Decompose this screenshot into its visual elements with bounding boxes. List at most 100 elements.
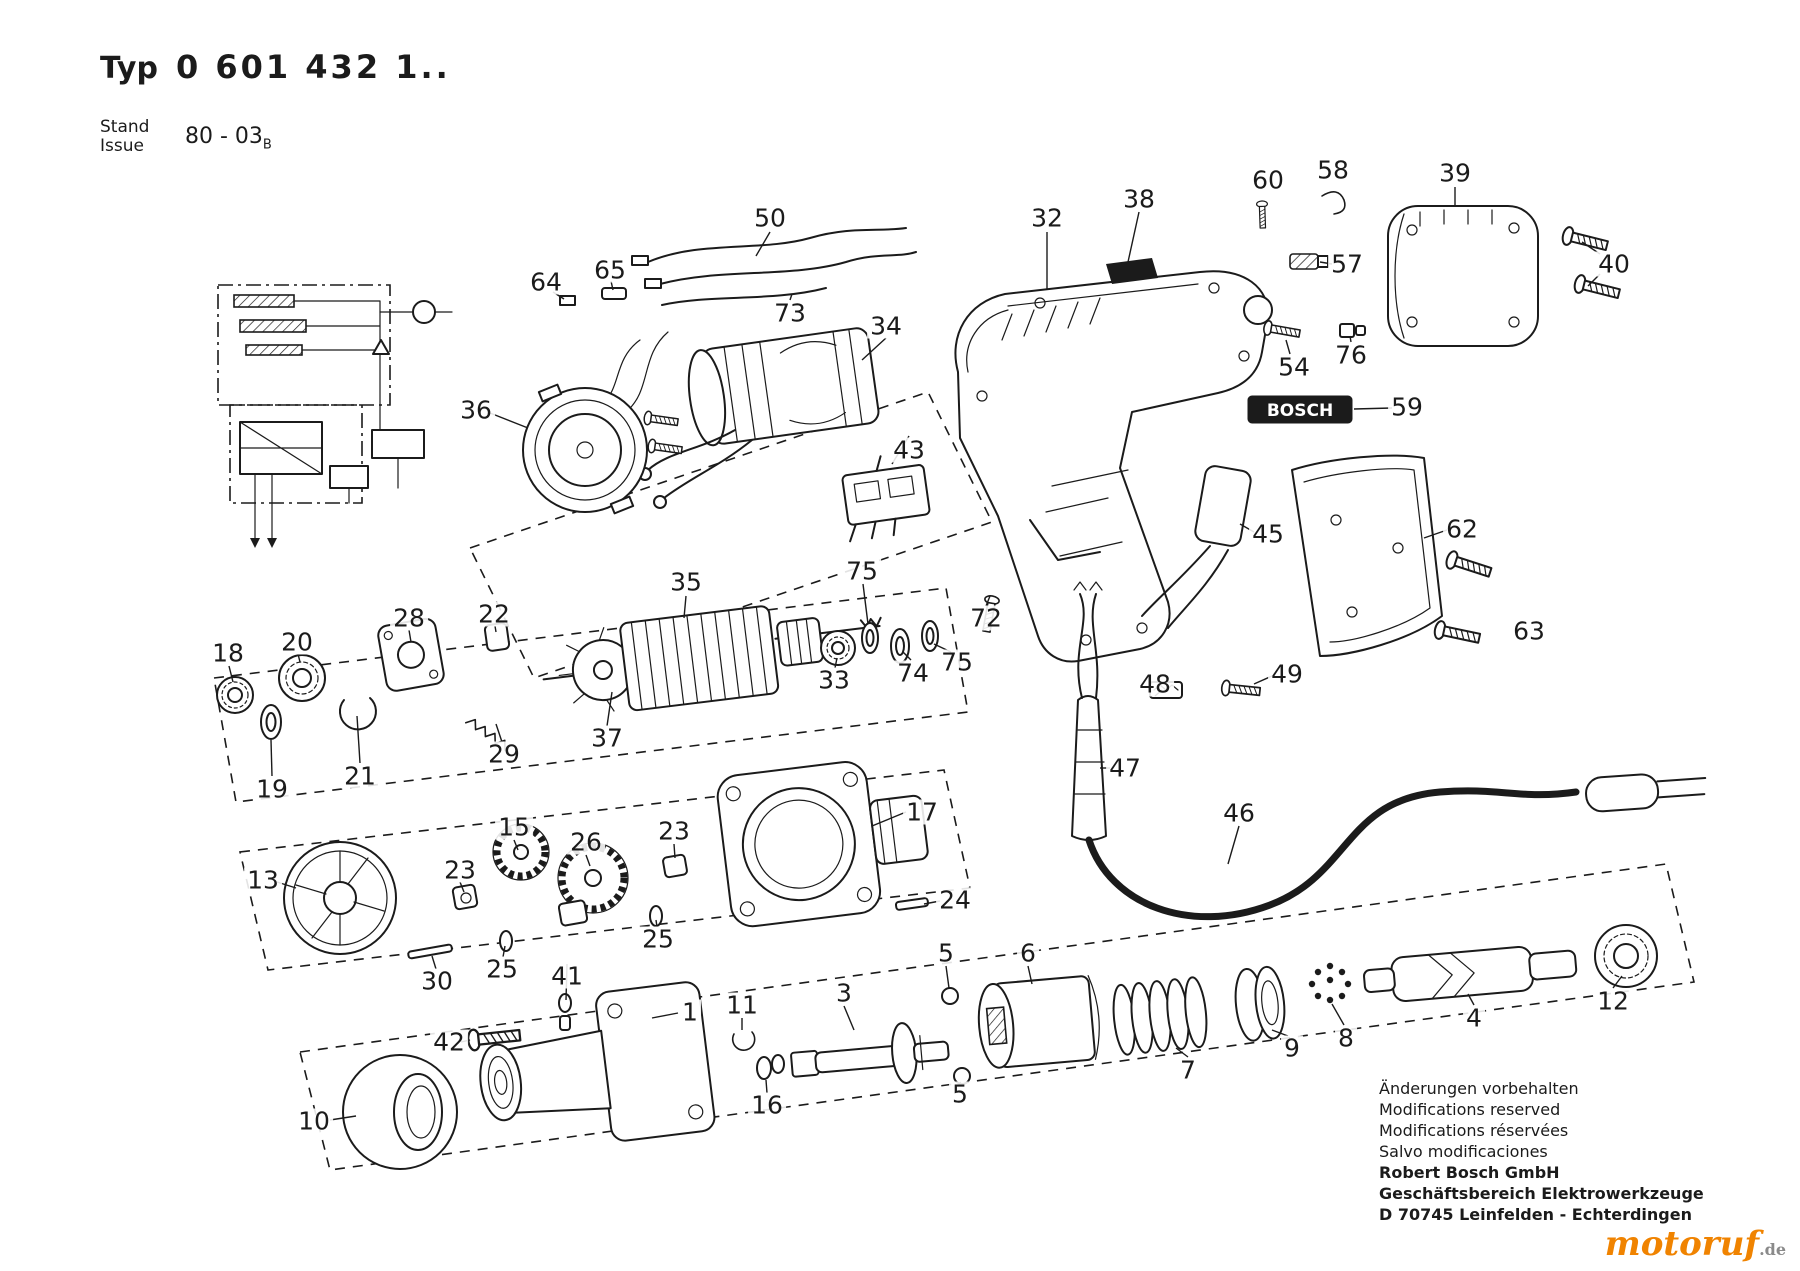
field-lead-wires <box>559 227 917 306</box>
part-callout-72: 72 <box>967 605 1005 631</box>
part-callout-5: 5 <box>949 1081 971 1107</box>
part-callout-15: 15 <box>495 814 533 840</box>
part-callout-22: 22 <box>475 601 513 627</box>
note-line: Änderungen vorbehalten <box>1379 1079 1579 1098</box>
capacitor-part <box>1141 465 1252 629</box>
part-callout-13: 13 <box>244 867 282 893</box>
note-line: Modifications réservées <box>1379 1121 1569 1140</box>
part-callout-29: 29 <box>485 741 523 767</box>
cord-protector-part <box>1071 581 1107 841</box>
switch-part <box>841 455 931 543</box>
part-callout-17: 17 <box>903 799 941 825</box>
part-callout-62: 62 <box>1443 516 1481 542</box>
motoruf-logo-brand: motoruf <box>1604 1224 1760 1264</box>
part-callout-43: 43 <box>890 437 928 463</box>
bearing-cup-part <box>522 383 684 515</box>
part-callout-64: 64 <box>527 269 565 295</box>
issue-value: 80 - 03B <box>185 124 272 153</box>
part-callout-11: 11 <box>723 992 761 1018</box>
part-callout-20: 20 <box>278 629 316 655</box>
type-label: Typ <box>100 51 158 86</box>
part-callout-25: 25 <box>639 926 677 952</box>
header: Typ 0 601 432 1.. <box>100 48 451 86</box>
part-callout-73: 73 <box>771 300 809 326</box>
issue-block: Stand Issue <box>100 118 149 156</box>
part-callout-54: 54 <box>1275 354 1313 380</box>
part-callout-24: 24 <box>936 887 974 913</box>
company-line: D 70745 Leinfelden - Echterdingen <box>1379 1205 1692 1224</box>
part-callout-35: 35 <box>667 569 705 595</box>
part-callout-30: 30 <box>418 968 456 994</box>
part-callout-19: 19 <box>253 776 291 802</box>
part-callout-33: 33 <box>815 667 853 693</box>
part-callout-37: 37 <box>588 725 626 751</box>
motoruf-logo: motoruf.de <box>1605 1227 1786 1261</box>
part-callout-38: 38 <box>1120 186 1158 212</box>
part-callout-36: 36 <box>457 397 495 423</box>
part-callout-3: 3 <box>833 980 855 1006</box>
part-callout-12: 12 <box>1594 988 1632 1014</box>
part-callout-25: 25 <box>483 956 521 982</box>
part-callout-59: 59 <box>1388 394 1426 420</box>
part-callout-48: 48 <box>1136 671 1174 697</box>
part-callout-75: 75 <box>843 558 881 584</box>
part-callout-40: 40 <box>1595 251 1633 277</box>
part-callout-45: 45 <box>1249 521 1287 547</box>
part-callout-1: 1 <box>679 999 701 1025</box>
motoruf-logo-tld: .de <box>1759 1240 1786 1259</box>
part-callout-23: 23 <box>655 818 693 844</box>
ball-set <box>1308 962 1352 1004</box>
motor-housing-part <box>954 258 1273 663</box>
part-callout-4: 4 <box>1463 1005 1485 1031</box>
part-callout-16: 16 <box>748 1092 786 1118</box>
part-callout-23: 23 <box>441 857 479 883</box>
part-callout-57: 57 <box>1328 251 1366 277</box>
stand-label: Stand <box>100 117 150 137</box>
bosch-nameplate: BOSCH <box>1247 395 1353 424</box>
handle-plate-part <box>1291 454 1443 657</box>
part-callout-58: 58 <box>1314 157 1352 183</box>
part-callout-74: 74 <box>894 660 932 686</box>
part-callout-10: 10 <box>295 1108 333 1134</box>
company-line: Robert Bosch GmbH <box>1379 1163 1560 1182</box>
bosch-nameplate-text: BOSCH <box>1267 401 1333 421</box>
leader-lines <box>228 187 1623 1121</box>
part-callout-65: 65 <box>591 257 629 283</box>
type-number: 0 601 432 1.. <box>175 48 451 86</box>
part-callout-21: 21 <box>341 763 379 789</box>
issue-label: Issue <box>100 136 144 156</box>
end-cap-part <box>1387 205 1539 347</box>
part-callout-41: 41 <box>548 963 586 989</box>
part-callout-47: 47 <box>1106 755 1144 781</box>
note-line: Salvo modificaciones <box>1379 1142 1548 1161</box>
part-callout-5: 5 <box>935 940 957 966</box>
company-line: Geschäftsbereich Elektrowerkzeuge <box>1379 1184 1704 1203</box>
part-callout-7: 7 <box>1177 1057 1199 1083</box>
part-callout-6: 6 <box>1017 940 1039 966</box>
part-callout-18: 18 <box>209 640 247 666</box>
part-callout-75: 75 <box>938 649 976 675</box>
part-callout-34: 34 <box>867 313 905 339</box>
stator-part <box>687 327 880 447</box>
issue-suffix: B <box>262 137 272 153</box>
part-callout-46: 46 <box>1220 800 1258 826</box>
legal-text-block: Änderungen vorbehalten Modifications res… <box>1379 1078 1704 1225</box>
part-callout-76: 76 <box>1332 342 1370 368</box>
front-bearing-chain <box>216 617 511 752</box>
part-callout-39: 39 <box>1436 160 1474 186</box>
part-callout-28: 28 <box>390 605 428 631</box>
part-callout-49: 49 <box>1268 661 1306 687</box>
armature-part <box>542 605 882 712</box>
part-callout-60: 60 <box>1249 167 1287 193</box>
part-callout-8: 8 <box>1335 1025 1357 1051</box>
part-callout-32: 32 <box>1028 205 1066 231</box>
part-callout-9: 9 <box>1281 1035 1303 1061</box>
part-callout-50: 50 <box>751 205 789 231</box>
power-cable-part <box>1085 773 1707 921</box>
part-callout-26: 26 <box>567 829 605 855</box>
note-line: Modifications reserved <box>1379 1100 1561 1119</box>
wiring-schematic <box>217 284 453 548</box>
